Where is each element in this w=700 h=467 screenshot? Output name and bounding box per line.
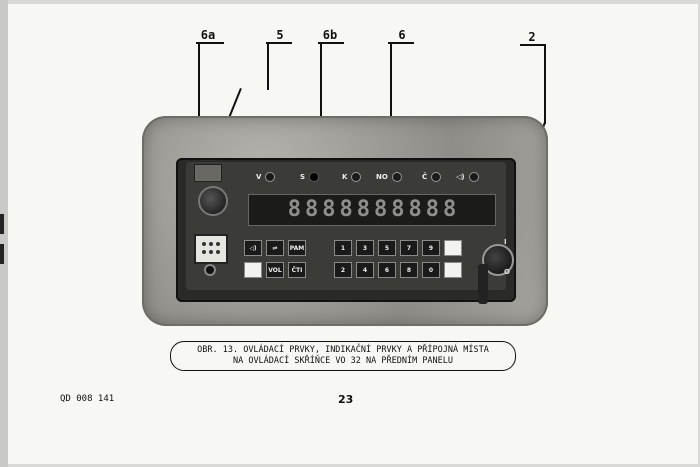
- caption-line-1: OBR. 13. OVLÁDACÍ PRVKY, INDIKAČNÍ PRVKY…: [197, 345, 489, 355]
- callout-5: 5: [276, 28, 284, 42]
- indicator-no: NO: [376, 172, 402, 182]
- control-box-front: V S K NO Č ◁) 8 8: [176, 158, 516, 302]
- leader-line-5: [267, 42, 269, 90]
- key-4: 4: [356, 262, 374, 278]
- indicator-c: Č: [422, 172, 442, 182]
- callout-underline: [318, 42, 344, 44]
- key-1: 1: [334, 240, 352, 256]
- control-box-case: V S K NO Č ◁) 8 8: [142, 116, 548, 326]
- key-9: 9: [422, 240, 440, 256]
- callout-6b: 6b: [322, 28, 338, 42]
- key-8: 8: [400, 262, 418, 278]
- led-icon: [431, 172, 442, 182]
- display-digit: 8: [374, 197, 388, 222]
- callout-underline: [520, 44, 546, 46]
- indicator-s: S: [300, 172, 320, 182]
- led-icon: [265, 172, 276, 182]
- page-number: 23: [338, 393, 354, 406]
- indicator-v: V: [256, 172, 276, 182]
- front-panel: V S K NO Č ◁) 8 8: [186, 162, 514, 290]
- key-5: 5: [378, 240, 396, 256]
- key-pam: PAM: [288, 240, 306, 256]
- callout-underline: [388, 42, 414, 44]
- binding-mark: [0, 214, 4, 234]
- leader-line-6a: [198, 42, 200, 166]
- display-digit: 8: [408, 197, 422, 222]
- key-2: 2: [334, 262, 352, 278]
- led-icon: [351, 172, 362, 182]
- indicator-speaker: ◁): [456, 172, 479, 182]
- connector-socket-icon: [194, 234, 228, 264]
- key-6: 6: [378, 262, 396, 278]
- callout-6a: 6a: [200, 28, 216, 42]
- leader-line-2: [544, 44, 546, 124]
- display-digit: 8: [305, 197, 319, 222]
- caption-line-2: NA OVLÁDACÍ SKŘÍŇCE VO 32 NA PŘEDNÍM PAN…: [232, 356, 454, 366]
- segment-display: 8 8 8 8 8 8 8 8 8 8: [248, 194, 496, 226]
- led-icon: [468, 172, 479, 182]
- key-speaker: ◁): [244, 240, 262, 256]
- key-vol: VOL: [266, 262, 284, 278]
- key-switch: ⇌: [266, 240, 284, 256]
- leader-line-6b: [320, 42, 322, 162]
- key-blank: [244, 262, 262, 278]
- indicator-row: V S K NO Č ◁): [256, 172, 482, 186]
- display-digit: 8: [425, 197, 439, 222]
- display-digit: 8: [322, 197, 336, 222]
- document-code: QD 008 141: [60, 394, 115, 404]
- switch-off-mark: O: [504, 268, 510, 276]
- callout-underline: [196, 42, 224, 44]
- callout-6: 6: [398, 28, 406, 42]
- figure-caption: OBR. 13. OVLÁDACÍ PRVKY, INDIKAČNÍ PRVKY…: [170, 341, 516, 371]
- led-icon: [391, 172, 402, 182]
- led-icon: [309, 172, 320, 182]
- leader-line-6: [390, 42, 392, 120]
- display-digit: 8: [356, 197, 370, 222]
- display-digit: 8: [443, 197, 457, 222]
- display-digit: 8: [391, 197, 405, 222]
- callout-underline: [266, 42, 292, 44]
- key-blank: [444, 240, 462, 256]
- jack-icon: [204, 264, 216, 276]
- display-digit: 8: [287, 197, 301, 222]
- key-stem-icon: [478, 264, 488, 304]
- key-blank: [444, 262, 462, 278]
- indicator-k: K: [342, 172, 362, 182]
- display-digit: 8: [339, 197, 353, 222]
- key-7: 7: [400, 240, 418, 256]
- key-0: 0: [422, 262, 440, 278]
- knob-icon: [198, 186, 228, 216]
- binding-mark: [0, 244, 4, 264]
- key-3: 3: [356, 240, 374, 256]
- key-cti: ČTI: [288, 262, 306, 278]
- switch-6a: [194, 164, 222, 182]
- switch-on-mark: I: [504, 238, 507, 246]
- page-edge: [0, 0, 8, 467]
- callout-2: 2: [528, 30, 536, 44]
